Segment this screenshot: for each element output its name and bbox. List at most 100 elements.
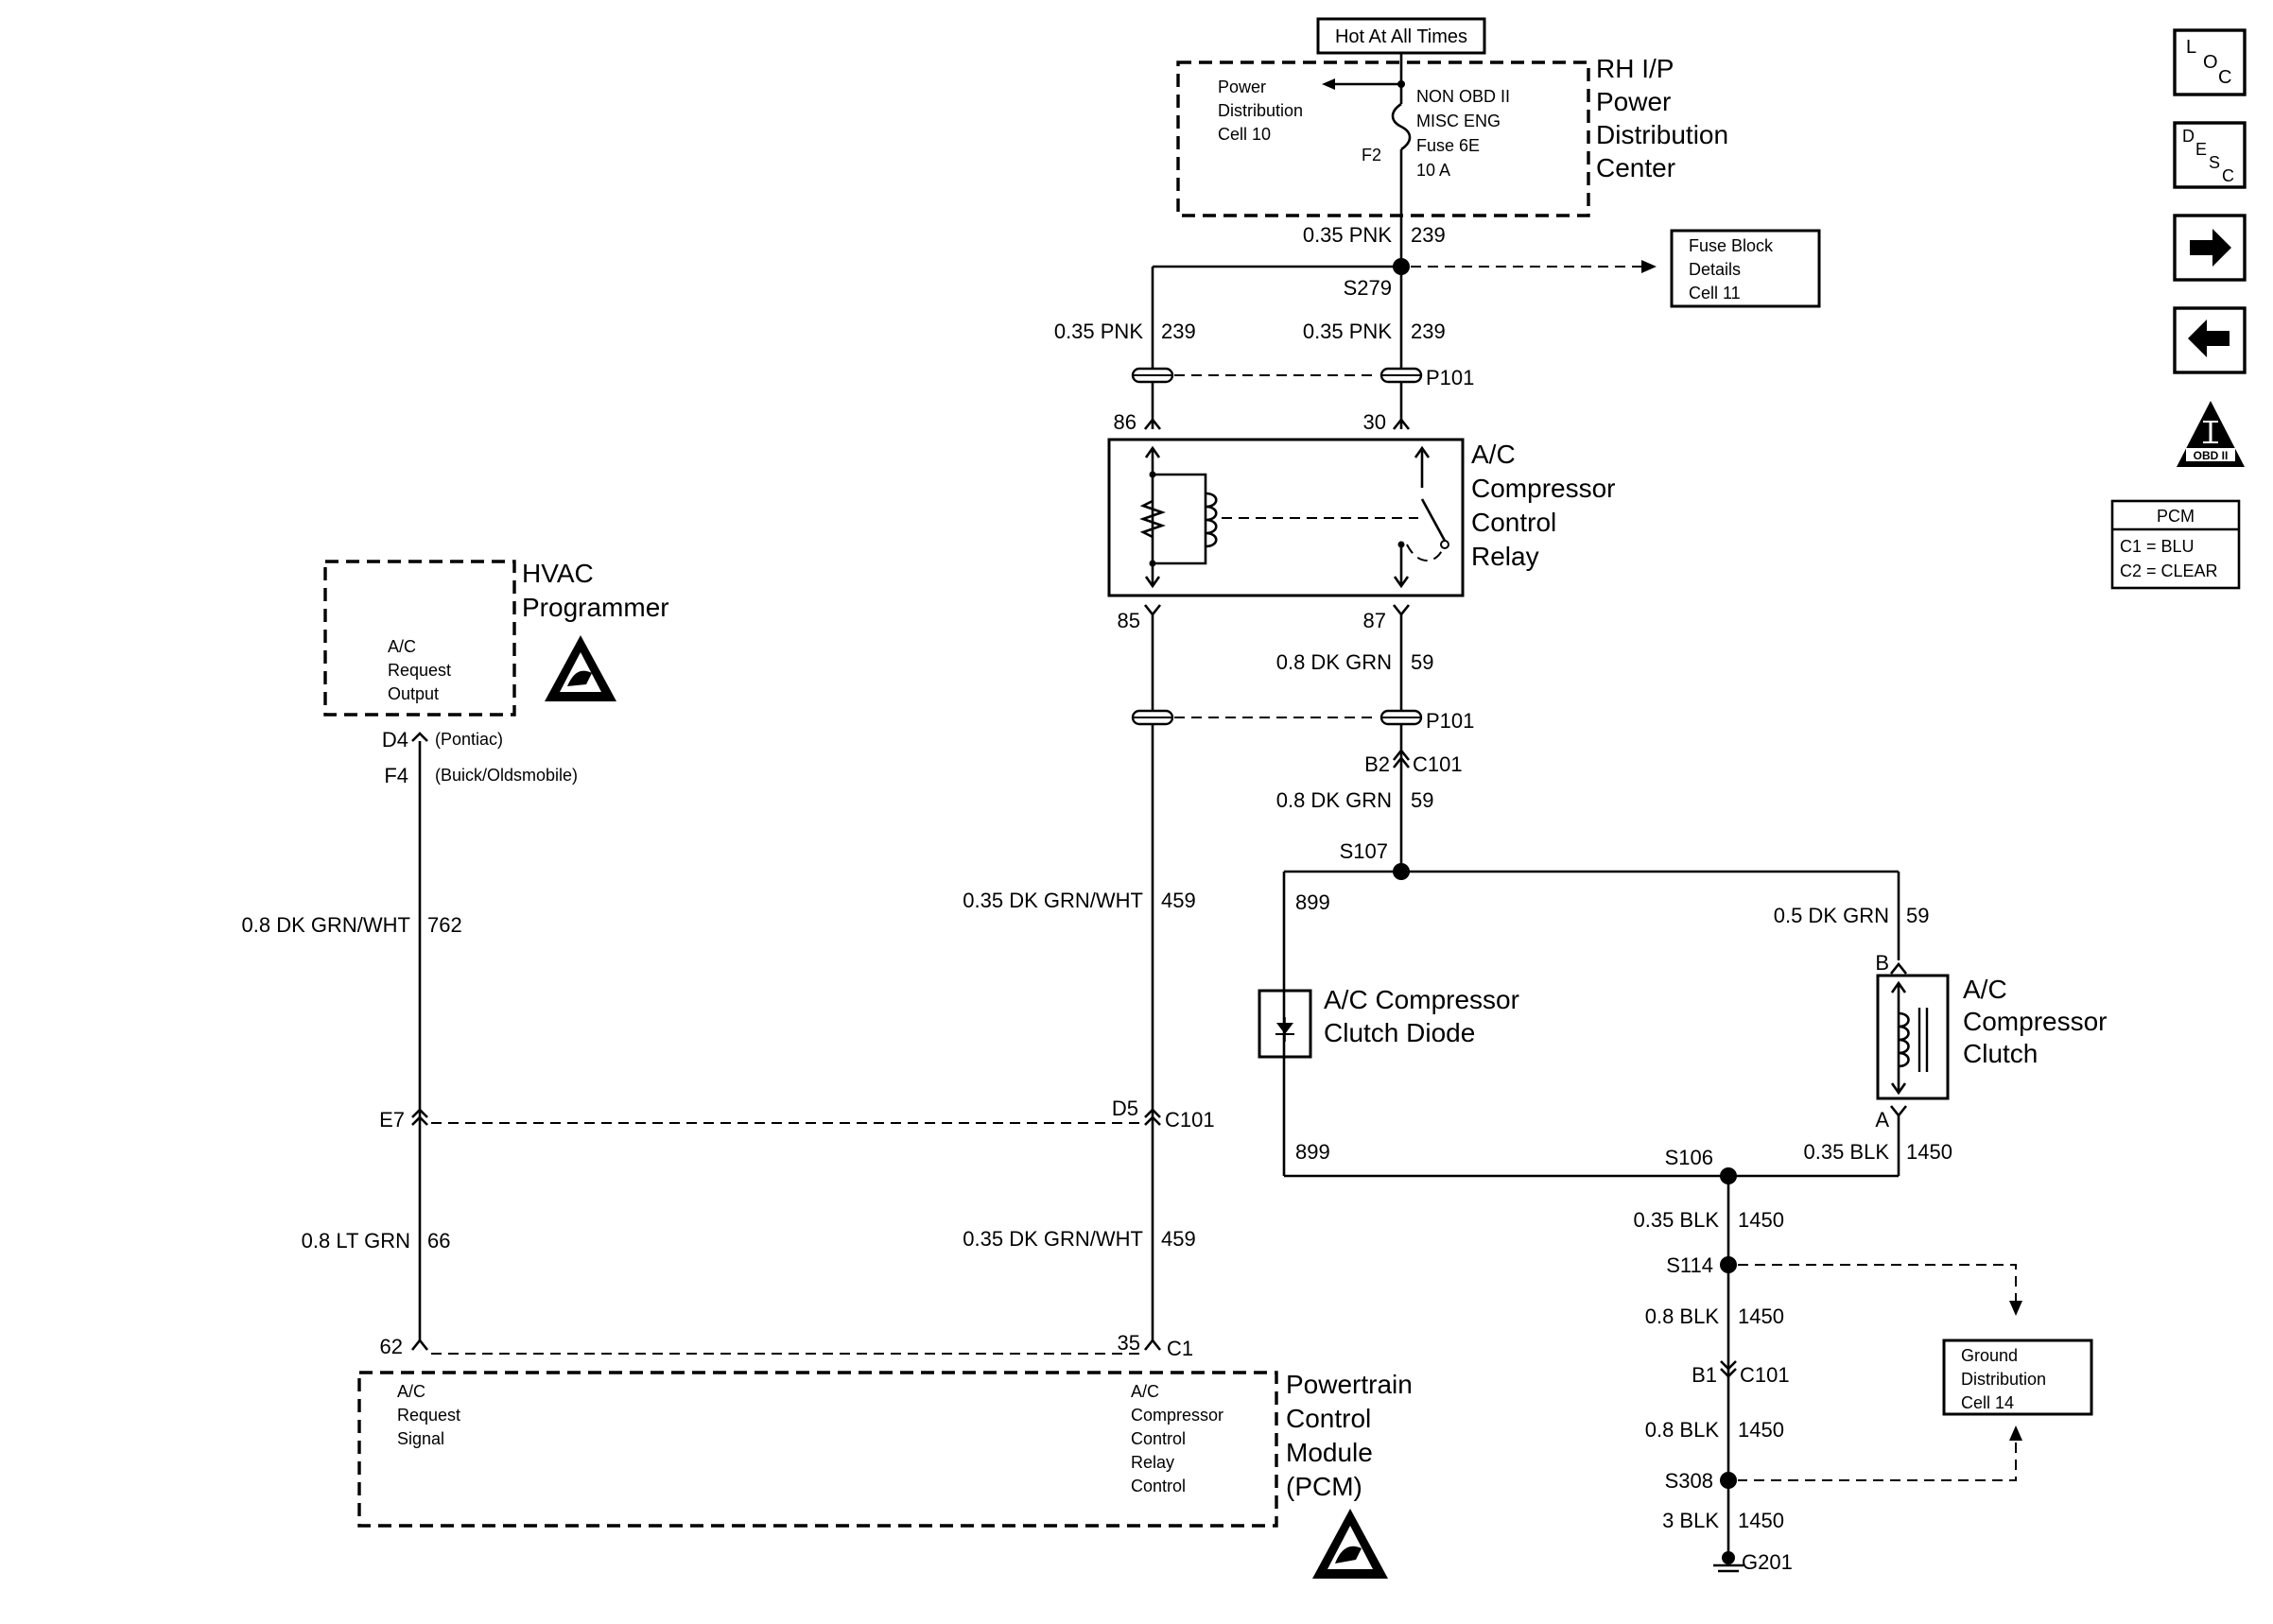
- connector-c101-top: C101: [1413, 752, 1463, 776]
- clutch-label-2: Compressor: [1963, 1007, 2107, 1036]
- wire-color-blk-035a: 0.35 BLK: [1803, 1140, 1889, 1164]
- obd-ii-icon[interactable]: OBD II: [2177, 401, 2245, 467]
- clutch-label-1: A/C: [1963, 975, 2007, 1004]
- svg-text:D: D: [2182, 127, 2195, 146]
- prev-page-button[interactable]: [2173, 306, 2247, 374]
- wire-color-pnk-left: 0.35 PNK: [1054, 320, 1143, 343]
- hvac-pin-d4: D4: [382, 728, 408, 752]
- switch-icon: [1420, 498, 1447, 542]
- pcm-connector-c1: C1: [1167, 1337, 1193, 1360]
- circuit-1450-c: 1450: [1738, 1304, 1784, 1328]
- connector-p101-bottom-left: [1131, 709, 1174, 726]
- fuse-icon: [1391, 102, 1412, 151]
- circuit-459-1: 459: [1161, 889, 1196, 912]
- splice-s279-label: S279: [1344, 276, 1392, 300]
- fuse-line-1: NON OBD II: [1416, 87, 1510, 106]
- circuit-59-2: 59: [1411, 788, 1433, 812]
- hvac-label-2: Programmer: [522, 593, 669, 622]
- pcm-pin-35: 35: [1118, 1331, 1140, 1355]
- fuse-line-3: Fuse 6E: [1416, 136, 1480, 155]
- power-dist-cell-1: Power: [1218, 78, 1266, 96]
- circuit-239-top: 239: [1411, 223, 1446, 247]
- pcm-pin-62: 62: [380, 1335, 403, 1358]
- arrow-up-icon: [2009, 1425, 2022, 1441]
- circuit-1450-e: 1450: [1738, 1509, 1784, 1532]
- rh-ip-pdc-box: [1176, 60, 1590, 217]
- connector-b2: B2: [1364, 752, 1390, 776]
- svg-text:C: C: [2218, 67, 2231, 88]
- circuit-1450-b: 1450: [1738, 1208, 1784, 1232]
- connector-b1: B1: [1692, 1363, 1717, 1387]
- fuse-block-details-1: Fuse Block: [1689, 236, 1774, 255]
- fuse-id: F2: [1362, 146, 1381, 164]
- connector-e7: E7: [379, 1108, 405, 1132]
- wire-color-blk-08b: 0.8 BLK: [1645, 1418, 1720, 1442]
- svg-text:O: O: [2203, 52, 2218, 73]
- power-dist-cell-3: Cell 10: [1218, 125, 1271, 144]
- circuit-239-right: 239: [1411, 320, 1446, 343]
- pcm-relay-ctrl-3: Control: [1131, 1429, 1186, 1448]
- pcm-req-signal-1: A/C: [397, 1382, 425, 1401]
- fuse-line-2: MISC ENG: [1416, 112, 1501, 130]
- hvac-buick: (Buick/Oldsmobile): [435, 766, 578, 785]
- wire-color-dkgrnwht-2: 0.35 DK GRN/WHT: [963, 1227, 1143, 1251]
- arrow-down-icon: [2009, 1301, 2022, 1316]
- loc-button[interactable]: L O C: [2173, 28, 2247, 96]
- connector-p101-top-label: P101: [1426, 366, 1474, 389]
- desc-button[interactable]: D E S C: [2173, 121, 2247, 189]
- ac-compressor-clutch-diode-box: [1258, 989, 1312, 1059]
- relay-label-3: Control: [1471, 508, 1556, 537]
- esd-warning-icon-pcm: [1312, 1509, 1388, 1579]
- svg-text:C: C: [2222, 166, 2234, 185]
- wire-color-pnk-top: 0.35 PNK: [1303, 223, 1392, 247]
- ground-g201-label: G201: [1742, 1550, 1793, 1574]
- arrow-left-icon: [2188, 320, 2230, 357]
- relay-label-4: Relay: [1471, 542, 1539, 571]
- splice-s308: [1720, 1472, 1737, 1489]
- splice-s114: [1720, 1256, 1737, 1273]
- circuit-59-3: 59: [1906, 904, 1929, 927]
- wire-color-dkgrn-1: 0.8 DK GRN: [1276, 650, 1392, 674]
- splice-s107-label: S107: [1340, 839, 1388, 863]
- connector-d5: D5: [1112, 1097, 1138, 1120]
- connector-c101-middle: C101: [1165, 1108, 1215, 1132]
- pcm-label-4: (PCM): [1286, 1472, 1362, 1501]
- hvac-label-1: HVAC: [522, 559, 594, 588]
- ground-dist-2: Distribution: [1961, 1370, 2046, 1389]
- fuse-block-details-2: Details: [1689, 260, 1741, 279]
- pcm-req-signal-3: Signal: [397, 1429, 444, 1448]
- ac-compressor-control-relay-box: [1107, 438, 1465, 597]
- pcm-label-3: Module: [1286, 1438, 1373, 1467]
- clutch-pin-a: A: [1875, 1108, 1889, 1132]
- circuit-1450-d: 1450: [1738, 1418, 1784, 1442]
- hvac-pontiac: (Pontiac): [435, 730, 503, 749]
- hvac-inner-2: Request: [388, 661, 451, 680]
- hvac-programmer-box: [323, 560, 516, 717]
- ground-icon: [1713, 1551, 1744, 1573]
- pcm-relay-ctrl-4: Relay: [1131, 1453, 1174, 1472]
- hvac-pin-f4: F4: [384, 764, 408, 787]
- diode-label-1: A/C Compressor: [1324, 985, 1519, 1014]
- arrow-right-icon: [1641, 260, 1657, 273]
- pcm-legend-title: PCM: [2157, 507, 2195, 526]
- wire-color-blk-035b: 0.35 BLK: [1633, 1208, 1719, 1232]
- relay-pin-87: 87: [1363, 609, 1386, 632]
- svg-text:E: E: [2195, 140, 2207, 159]
- ground-dist-3: Cell 14: [1961, 1393, 2014, 1412]
- wire-color-blk-3: 3 BLK: [1662, 1509, 1719, 1532]
- ground-distribution-box[interactable]: [1942, 1339, 2093, 1416]
- next-page-button[interactable]: [2173, 214, 2247, 282]
- pcm-label-1: Powertrain: [1286, 1370, 1413, 1399]
- fuse-block-details-box[interactable]: [1670, 229, 1821, 308]
- esd-warning-icon-hvac: [545, 635, 616, 701]
- relay-pin-85: 85: [1118, 609, 1140, 632]
- svg-text:L: L: [2186, 37, 2196, 58]
- wire-color-ltgrn: 0.8 LT GRN: [302, 1229, 410, 1253]
- pcm-req-signal-2: Request: [397, 1406, 460, 1425]
- circuit-239-left: 239: [1161, 320, 1196, 343]
- arrow-left-icon: [1322, 78, 1335, 90]
- circuit-899-top: 899: [1295, 890, 1330, 914]
- pcm-box: [357, 1371, 1278, 1528]
- connector-p101-top-left: [1131, 367, 1174, 384]
